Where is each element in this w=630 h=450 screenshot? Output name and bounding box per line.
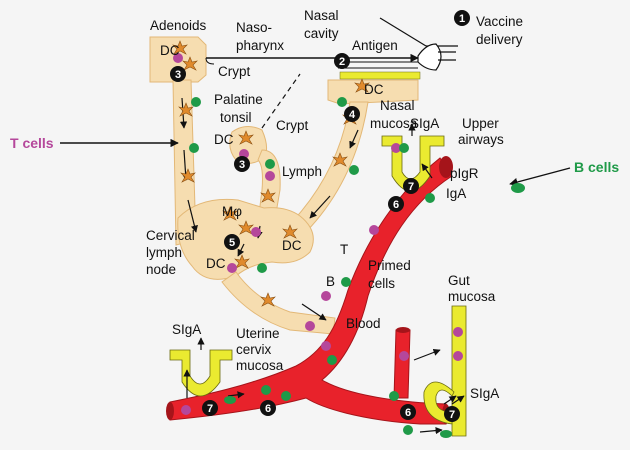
label-dc-node-right: DC: [282, 238, 302, 253]
label-nasal-2: cavity: [304, 26, 339, 41]
vessel-end-vertical: [396, 327, 410, 333]
step-7c: 7: [444, 406, 460, 422]
label-dc-adenoids: DC: [160, 43, 180, 58]
label-naso-1: Naso-: [236, 20, 272, 35]
step-3a: 3: [170, 66, 186, 82]
label-uterine-2: cervix: [236, 342, 272, 357]
label-t-letter: T: [340, 242, 348, 257]
svg-text:1: 1: [459, 13, 465, 25]
label-cervical-3: node: [146, 262, 176, 277]
uterine-gland: [170, 350, 232, 396]
label-dc-node-left: DC: [206, 256, 226, 271]
spray-nozzle: [418, 44, 441, 70]
label-palatine-1: Palatine: [214, 92, 263, 107]
step-7a: 7: [403, 178, 419, 194]
efferent-lymph-vessel: [222, 272, 335, 334]
step-4: 4: [344, 106, 360, 122]
label-cervical-2: lymph: [146, 245, 182, 260]
label-pigr: pIgR: [450, 166, 479, 181]
label-antigen: Antigen: [352, 38, 398, 53]
label-naso-2: pharynx: [236, 38, 284, 53]
label-primed-2: cells: [368, 276, 395, 291]
step-3b: 3: [234, 156, 250, 172]
svg-text:7: 7: [408, 181, 414, 193]
label-palatine-2: tonsil: [220, 110, 252, 125]
step-6c: 6: [400, 404, 416, 420]
svg-text:4: 4: [349, 109, 356, 121]
svg-text:7: 7: [449, 409, 455, 421]
label-crypt-tonsil: Crypt: [276, 118, 309, 133]
label-upper-1: Upper: [462, 116, 499, 131]
label-vaccine-1: Vaccine: [476, 14, 523, 29]
label-gut-2: mucosa: [448, 289, 496, 304]
label-siga-uterine: SIgA: [172, 322, 201, 337]
svg-text:7: 7: [207, 403, 213, 415]
step-5: 5: [224, 234, 240, 250]
label-iga: IgA: [446, 186, 466, 201]
label-mphi: Mφ: [222, 204, 242, 219]
label-blood: Blood: [346, 316, 381, 331]
label-nasal-1: Nasal: [304, 8, 339, 23]
label-lymph: Lymph: [282, 164, 322, 179]
svg-text:5: 5: [229, 237, 235, 249]
label-siga-gut: SIgA: [470, 386, 499, 401]
svg-text:6: 6: [265, 403, 271, 415]
step-6a: 6: [388, 196, 404, 212]
label-dc-tonsil: DC: [214, 132, 234, 147]
label-uterine-3: mucosa: [236, 358, 284, 373]
label-adenoids: Adenoids: [150, 18, 207, 33]
label-siga-upper: SIgA: [410, 116, 439, 131]
crypt-curl: [206, 58, 214, 64]
step-7b: 7: [202, 400, 218, 416]
label-crypt-top: Crypt: [218, 64, 251, 79]
blood-vessel-vertical: [394, 330, 410, 398]
step-6b: 6: [260, 400, 276, 416]
label-b-cells: B cells: [574, 159, 619, 175]
label-vaccine-2: delivery: [476, 32, 523, 47]
step-2: 2: [334, 53, 350, 69]
svg-text:3: 3: [175, 69, 181, 81]
svg-text:6: 6: [405, 407, 411, 419]
svg-text:6: 6: [393, 199, 399, 211]
label-primed-1: Primed: [368, 258, 411, 273]
label-nasal-mucosa-1: Nasal: [380, 98, 415, 113]
label-cervical-1: Cervical: [146, 228, 195, 243]
label-t-cells: T cells: [10, 135, 54, 151]
svg-text:3: 3: [239, 159, 245, 171]
step-1: 1: [454, 10, 470, 26]
label-uterine-1: Uterine: [236, 326, 280, 341]
label-gut-1: Gut: [448, 273, 470, 288]
label-b-letter: B: [326, 274, 335, 289]
nasal-epithelium: [340, 72, 420, 79]
label-dc-mucosa: DC: [364, 82, 384, 97]
label-upper-2: airways: [458, 132, 504, 147]
vessel-end-left: [166, 402, 174, 420]
svg-text:2: 2: [339, 56, 345, 68]
